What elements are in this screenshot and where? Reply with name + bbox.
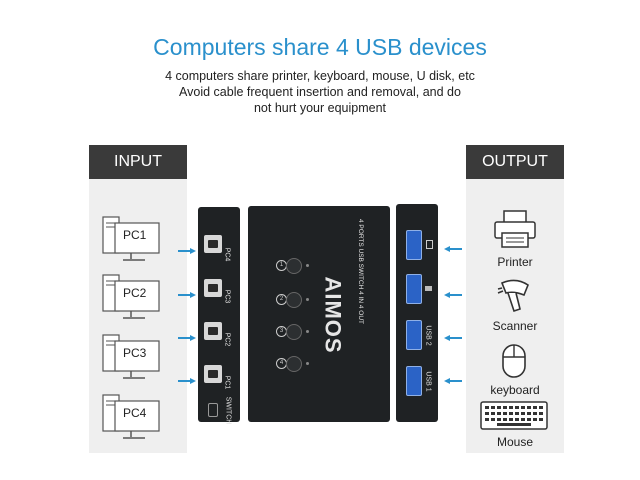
subtitle-line-3: not hurt your equipment	[253, 101, 387, 115]
computer-icon	[102, 274, 160, 319]
pc3-label: PC3	[123, 346, 147, 360]
arrow-right-icon	[178, 248, 196, 254]
mouse-label: Mouse	[496, 435, 534, 449]
usb-a-port-icon	[406, 366, 422, 396]
keyboard-label: keyboard	[490, 383, 540, 397]
led-indicator	[306, 264, 309, 267]
scanner-mark-icon	[425, 286, 432, 291]
arrow-left-icon	[444, 335, 462, 341]
switch-label: SWITCH	[224, 396, 232, 425]
computer-icon	[102, 216, 160, 261]
scanner-icon	[497, 279, 529, 313]
led-indicator	[306, 330, 309, 333]
arrow-left-icon	[444, 292, 462, 298]
select-button-4[interactable]	[286, 356, 302, 372]
select-button-2[interactable]	[286, 292, 302, 308]
printer-label: Printer	[497, 255, 533, 269]
pc2-label: PC2	[123, 286, 147, 300]
usb-b-port-icon	[204, 279, 222, 297]
switch-body: 1 2 3 4 AIMOS 4 PORTS USB SWITCH 4 IN 4 …	[248, 206, 390, 422]
input-panel: INPUT PC1 PC2 PC3	[89, 145, 187, 453]
arrow-right-icon	[178, 292, 196, 298]
scanner-label: Scanner	[492, 319, 538, 333]
usb-a-port-icon	[406, 230, 422, 260]
port-label-pc4: PC4	[223, 247, 231, 262]
usb-b-port-icon	[204, 235, 222, 253]
computer-pc3: PC3	[101, 333, 175, 381]
port-label-usb2: USB 2	[424, 325, 432, 346]
output-heading: OUTPUT	[466, 145, 564, 179]
select-button-1[interactable]	[286, 258, 302, 274]
subtitle-line-2: Avoid cable frequent insertion and remov…	[179, 85, 461, 99]
computer-icon	[102, 334, 160, 379]
switch-jack-icon	[208, 403, 218, 417]
mouse-icon	[502, 344, 526, 378]
output-panel: OUTPUT Printer Scanner keyboard Mouse	[466, 145, 564, 453]
led-indicator	[306, 298, 309, 301]
usb-b-port-icon	[204, 322, 222, 340]
printer-icon	[494, 210, 536, 248]
headline: Computers share 4 USB devices	[153, 34, 487, 60]
computer-pc2: PC2	[101, 273, 175, 321]
computer-icon	[102, 394, 160, 439]
computer-pc1: PC1	[101, 215, 175, 263]
switch-input-side: PC4 PC3 PC2 PC1 SWITCH	[198, 207, 240, 425]
led-indicator	[306, 362, 309, 365]
model-text: 4 PORTS USB SWITCH 4 IN 4 OUT	[356, 219, 364, 324]
computer-pc4: PC4	[101, 393, 175, 441]
pc1-label: PC1	[123, 228, 147, 242]
port-label-pc3: PC3	[223, 289, 231, 304]
arrow-right-icon	[178, 335, 196, 341]
port-label-pc1: PC1	[223, 375, 231, 390]
switch-output-side: USB 2 USB 1	[396, 204, 438, 422]
arrow-right-icon	[178, 378, 196, 384]
port-label-pc2: PC2	[223, 332, 231, 347]
printer-mark-icon	[426, 240, 433, 249]
arrow-left-icon	[444, 246, 462, 252]
arrow-left-icon	[444, 378, 462, 384]
usb-b-port-icon	[204, 365, 222, 383]
usb-a-port-icon	[406, 320, 422, 350]
pc4-label: PC4	[123, 406, 147, 420]
port-label-usb1: USB 1	[424, 371, 432, 392]
input-heading: INPUT	[89, 145, 187, 179]
usb-a-port-icon	[406, 274, 422, 304]
select-button-3[interactable]	[286, 324, 302, 340]
brand-logo: AIMOS	[320, 276, 346, 354]
subtitle-line-1: 4 computers share printer, keyboard, mou…	[165, 69, 475, 83]
keyboard-icon	[480, 401, 548, 430]
